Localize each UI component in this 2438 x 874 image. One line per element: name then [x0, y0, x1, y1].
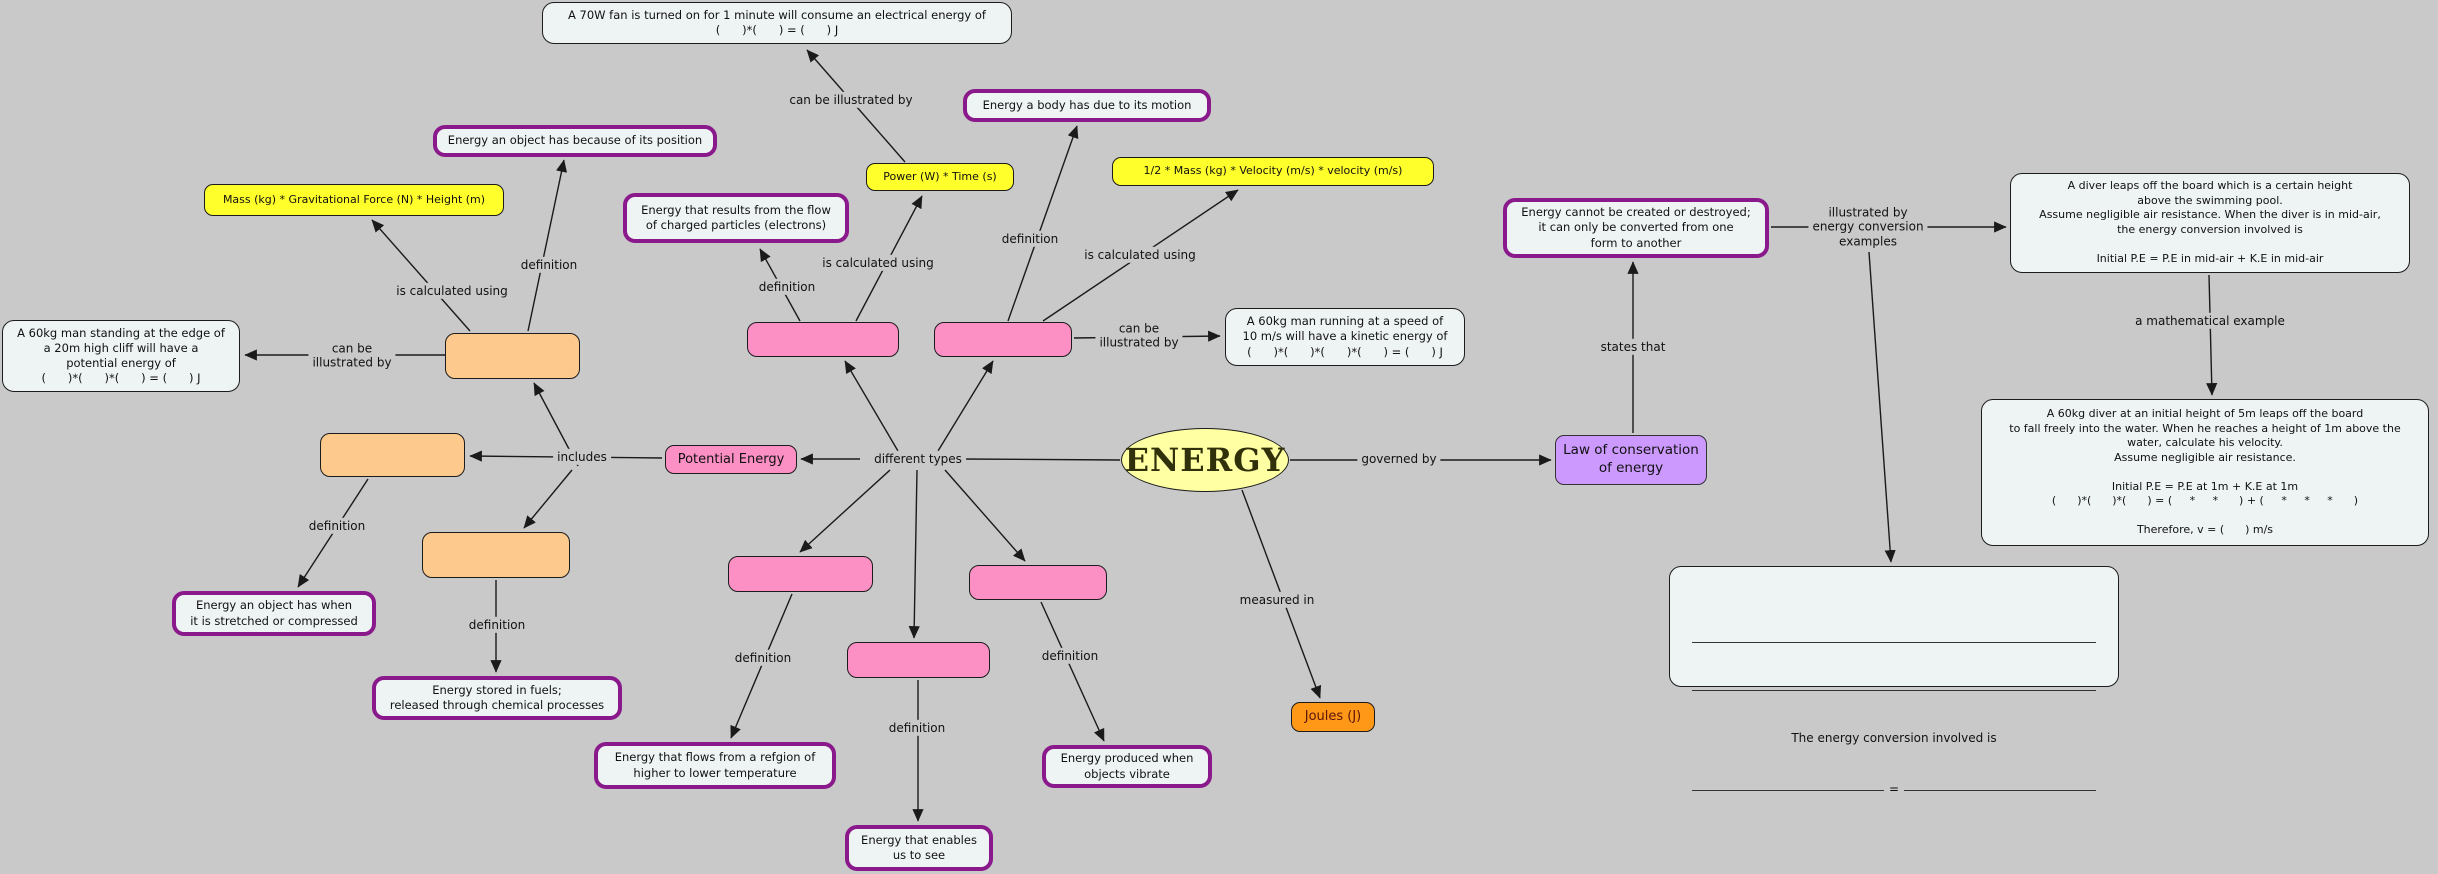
edge-label-illustrated-by-examples[interactable]: illustrated by energy conversion example…	[1808, 204, 1928, 250]
energy-center-node[interactable]: ENERGY	[1121, 428, 1289, 492]
running-example-node[interactable]: A 60kg man running at a speed of 10 m/s …	[1225, 308, 1465, 366]
edge-label-is-calculated-using-ke[interactable]: is calculated using	[1080, 246, 1200, 264]
blank-node-elastic-pe[interactable]	[320, 433, 465, 477]
law-of-conservation-node[interactable]: Law of conservation of energy	[1555, 435, 1707, 485]
blank-line-right	[1904, 789, 2096, 791]
edge-label-is-calculated-using-power[interactable]: is calculated using	[818, 254, 938, 272]
fan-example-node[interactable]: A 70W fan is turned on for 1 minute will…	[542, 2, 1012, 44]
diver-example-node[interactable]: A diver leaps off the board which is a c…	[2010, 173, 2410, 273]
edge-label-definition-electrical[interactable]: definition	[754, 278, 820, 296]
potential-formula-node[interactable]: Mass (kg) * Gravitational Force (N) * He…	[204, 184, 504, 216]
blank-node-kinetic-energy[interactable]	[934, 322, 1072, 357]
equals-sign: =	[1888, 782, 1900, 797]
edge-label-definition-motion[interactable]: definition	[997, 230, 1063, 248]
edge-label-is-calculated-using-pe[interactable]: is calculated using	[392, 282, 512, 300]
edge-types-to-light-node	[908, 469, 920, 639]
edge-diver-to-math-example	[2206, 274, 2218, 396]
edge-label-definition-sound[interactable]: definition	[1037, 647, 1103, 665]
edge-sound-node-to-sound-def	[1040, 601, 1105, 742]
blank-node-light-energy[interactable]	[847, 642, 990, 678]
blank-node-electrical-energy[interactable]	[747, 322, 899, 357]
edge-label-can-be-illustrated-by-running[interactable]: can be illustrated by	[1095, 320, 1183, 352]
edge-label-can-be-illustrated-by-cliff[interactable]: can be illustrated by	[308, 340, 396, 372]
electrical-definition-node[interactable]: Energy that results from the flow of cha…	[623, 193, 849, 243]
edge-label-definition-heat[interactable]: definition	[730, 649, 796, 667]
kinetic-definition-node[interactable]: Energy a body has due to its motion	[963, 89, 1211, 122]
edge-label-different-types[interactable]: different types	[870, 450, 966, 468]
edge-label-a-mathematical-example[interactable]: a mathematical example	[2131, 312, 2289, 330]
kinetic-formula-node[interactable]: 1/2 * Mass (kg) * Velocity (m/s) * veloc…	[1112, 157, 1434, 186]
blank-node-gravitational-pe[interactable]	[445, 333, 580, 379]
elastic-definition-node[interactable]: Energy an object has when it is stretche…	[172, 591, 376, 636]
edge-gravpe-to-pe-formula	[371, 219, 471, 332]
edge-kinetic-to-motion-def	[1007, 125, 1079, 322]
sound-definition-node[interactable]: Energy produced when objects vibrate	[1042, 745, 1212, 788]
joules-unit-node[interactable]: Joules (J)	[1291, 702, 1375, 732]
edge-types-to-electrical-node	[844, 360, 899, 452]
edge-label-governed-by[interactable]: governed by	[1357, 450, 1441, 468]
potential-energy-node[interactable]: Potential Energy	[665, 445, 797, 474]
blank-line-left	[1692, 789, 1884, 791]
conversion-fill-in-text: The energy conversion involved is	[1791, 731, 1997, 746]
edge-types-to-heat-node	[799, 469, 891, 553]
edge-types-to-kinetic-node	[937, 360, 994, 452]
blank-node-heat-energy[interactable]	[728, 556, 873, 592]
position-definition-node[interactable]: Energy an object has because of its posi…	[433, 125, 717, 157]
edge-label-definition-position[interactable]: definition	[516, 256, 582, 274]
blank-line-2	[1692, 689, 2096, 691]
conservation-statement-node[interactable]: Energy cannot be created or destroyed; i…	[1503, 198, 1769, 258]
edge-label-includes[interactable]: includes	[553, 448, 611, 466]
edge-energy-to-types	[959, 458, 1121, 461]
edge-includes-to-chemical-node	[523, 469, 573, 529]
diver-math-example-node[interactable]: A 60kg diver at an initial height of 5m …	[1981, 399, 2429, 546]
edge-label-definition-chemical[interactable]: definition	[464, 616, 530, 634]
heat-definition-node[interactable]: Energy that flows from a refgion of high…	[594, 742, 836, 789]
edge-types-to-sound-node	[944, 469, 1026, 562]
edge-label-definition-elastic[interactable]: definition	[304, 517, 370, 535]
light-definition-node[interactable]: Energy that enables us to see	[845, 825, 993, 871]
edge-gravpe-to-position-def	[527, 159, 568, 332]
blank-line-1	[1692, 642, 2096, 644]
edge-examples-to-fill-in-box	[1868, 251, 1896, 563]
edge-label-can-be-illustrated-by-fan[interactable]: can be illustrated by	[785, 91, 917, 109]
edge-label-measured-in[interactable]: measured in	[1235, 591, 1319, 609]
cliff-example-node[interactable]: A 60kg man standing at the edge of a 20m…	[2, 320, 240, 392]
conversion-fill-in-node[interactable]: The energy conversion involved is =	[1669, 566, 2119, 796]
power-time-formula-node[interactable]: Power (W) * Time (s)	[866, 163, 1014, 191]
edge-label-definition-light[interactable]: definition	[884, 719, 950, 737]
edge-label-states-that[interactable]: states that	[1596, 338, 1670, 356]
blank-node-chemical-pe[interactable]	[422, 532, 570, 578]
blank-node-sound-energy[interactable]	[969, 565, 1107, 600]
chemical-definition-node[interactable]: Energy stored in fuels; released through…	[372, 676, 622, 720]
